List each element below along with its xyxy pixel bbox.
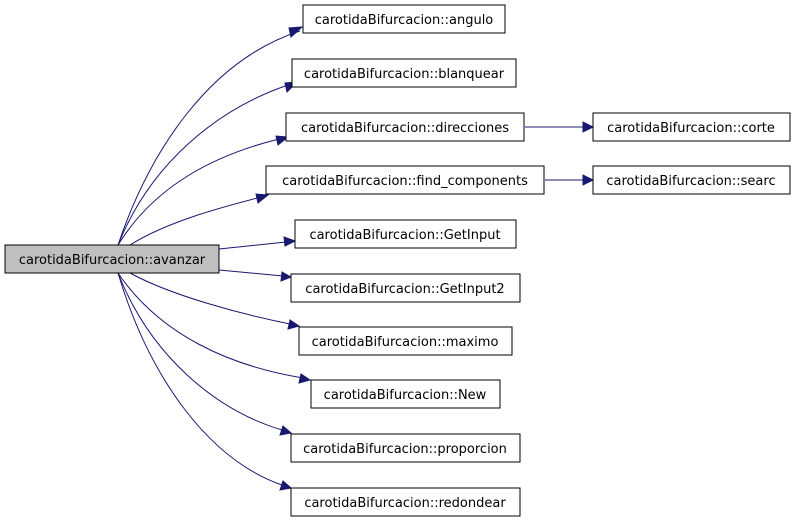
edge-avanzar-direcciones	[117, 135, 290, 246]
node-getinput-label: carotidaBifurcacion::GetInput	[309, 228, 500, 243]
node-find-components-label: carotidaBifurcacion::find_components	[282, 174, 528, 189]
node-new-label: carotidaBifurcacion::New	[324, 388, 487, 403]
node-blanquear[interactable]: carotidaBifurcacion::blanquear	[291, 58, 517, 88]
node-angulo[interactable]: carotidaBifurcacion::angulo	[302, 4, 506, 34]
edge-avanzar-angulo	[117, 26, 304, 246]
edge-direcciones-corte	[525, 121, 595, 133]
edge-avanzar-find-components	[129, 193, 270, 246]
node-proporcion-label: carotidaBifurcacion::proporcion	[303, 442, 507, 457]
node-searc[interactable]: carotidaBifurcacion::searc	[592, 165, 791, 195]
edge-avanzar-getinput2	[218, 269, 293, 282]
node-maximo-label: carotidaBifurcacion::maximo	[312, 335, 499, 350]
node-proporcion[interactable]: carotidaBifurcacion::proporcion	[290, 433, 521, 463]
edge-avanzar-proporcion	[117, 272, 293, 436]
node-corte-label: carotidaBifurcacion::corte	[607, 121, 775, 136]
node-getinput2[interactable]: carotidaBifurcacion::GetInput2	[290, 273, 521, 303]
edge-avanzar-new	[117, 272, 312, 384]
node-angulo-label: carotidaBifurcacion::angulo	[315, 13, 494, 28]
node-new[interactable]: carotidaBifurcacion::New	[310, 379, 501, 409]
node-getinput2-label: carotidaBifurcacion::GetInput2	[305, 282, 504, 297]
node-blanquear-label: carotidaBifurcacion::blanquear	[304, 67, 505, 82]
edge-avanzar-maximo	[129, 272, 301, 330]
node-direcciones-label: carotidaBifurcacion::direcciones	[301, 121, 509, 136]
node-redondear[interactable]: carotidaBifurcacion::redondear	[290, 487, 521, 517]
node-find-components[interactable]: carotidaBifurcacion::find_components	[265, 165, 545, 195]
node-direcciones[interactable]: carotidaBifurcacion::direcciones	[285, 112, 525, 142]
node-maximo[interactable]: carotidaBifurcacion::maximo	[298, 326, 513, 356]
edge-avanzar-getinput	[218, 236, 297, 250]
edge-find-components-searc	[545, 174, 595, 186]
node-avanzar-label: carotidaBifurcacion::avanzar	[19, 253, 206, 268]
node-getinput[interactable]: carotidaBifurcacion::GetInput	[294, 219, 517, 249]
edge-avanzar-blanquear	[117, 81, 299, 246]
edge-avanzar-redondear	[117, 272, 293, 491]
node-corte[interactable]: carotidaBifurcacion::corte	[592, 112, 791, 142]
node-redondear-label: carotidaBifurcacion::redondear	[304, 496, 506, 511]
node-searc-label: carotidaBifurcacion::searc	[606, 174, 775, 189]
node-avanzar[interactable]: carotidaBifurcacion::avanzar	[4, 244, 220, 274]
